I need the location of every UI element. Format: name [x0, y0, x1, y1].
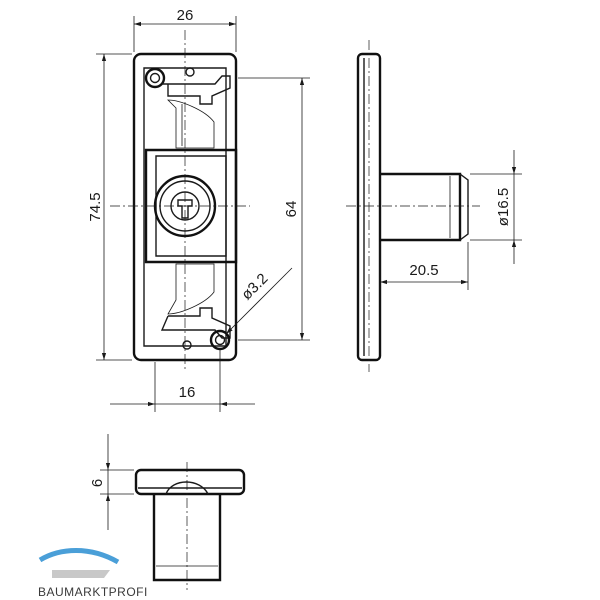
dim-offset-16: 16 [110, 350, 255, 412]
upper-latch [162, 75, 231, 105]
dim-label-20-5: 20.5 [409, 262, 438, 279]
dim-label-64: 64 [283, 201, 300, 218]
logo-bar-icon [52, 570, 110, 578]
keyway-icon [177, 199, 193, 219]
bottom-flange [134, 468, 246, 496]
mounting-hole-top [144, 67, 195, 89]
front-view [110, 30, 250, 370]
side-cylinder [380, 172, 462, 242]
logo-text: BAUMARKTPROFI [38, 585, 148, 599]
dim-cylinder-diameter: ø16.5 [470, 150, 522, 264]
lower-latch [160, 307, 231, 339]
dim-height-74-5: 74.5 [87, 53, 132, 361]
bottom-boss [165, 481, 209, 495]
cylinder-housing-inner [155, 155, 227, 257]
mounting-hole-bottom [182, 329, 231, 351]
side-view [346, 40, 480, 372]
lower-bolt [167, 263, 215, 315]
dim-label-74-5: 74.5 [87, 192, 104, 221]
dim-label-cylinder-diameter: ø16.5 [495, 188, 512, 226]
side-cylinder-chamfer [459, 173, 469, 241]
cylinder-housing [144, 148, 238, 264]
bottom-view [134, 462, 246, 590]
dim-label-hole-diameter: ø3.2 [238, 270, 271, 303]
upper-bolt [167, 99, 215, 149]
dim-cylinder-length: 20.5 [379, 242, 469, 290]
dim-label-6: 6 [89, 479, 106, 487]
dim-label-26: 26 [177, 7, 194, 24]
logo-roof-icon [38, 548, 120, 565]
dim-width-26: 26 [133, 7, 237, 52]
dim-label-16: 16 [179, 384, 196, 401]
baumarktprofi-logo: BAUMARKTPROFI [38, 548, 148, 599]
dim-hole-spacing-64: 64 [238, 77, 310, 341]
dim-flange-thickness: 6 [89, 434, 134, 530]
